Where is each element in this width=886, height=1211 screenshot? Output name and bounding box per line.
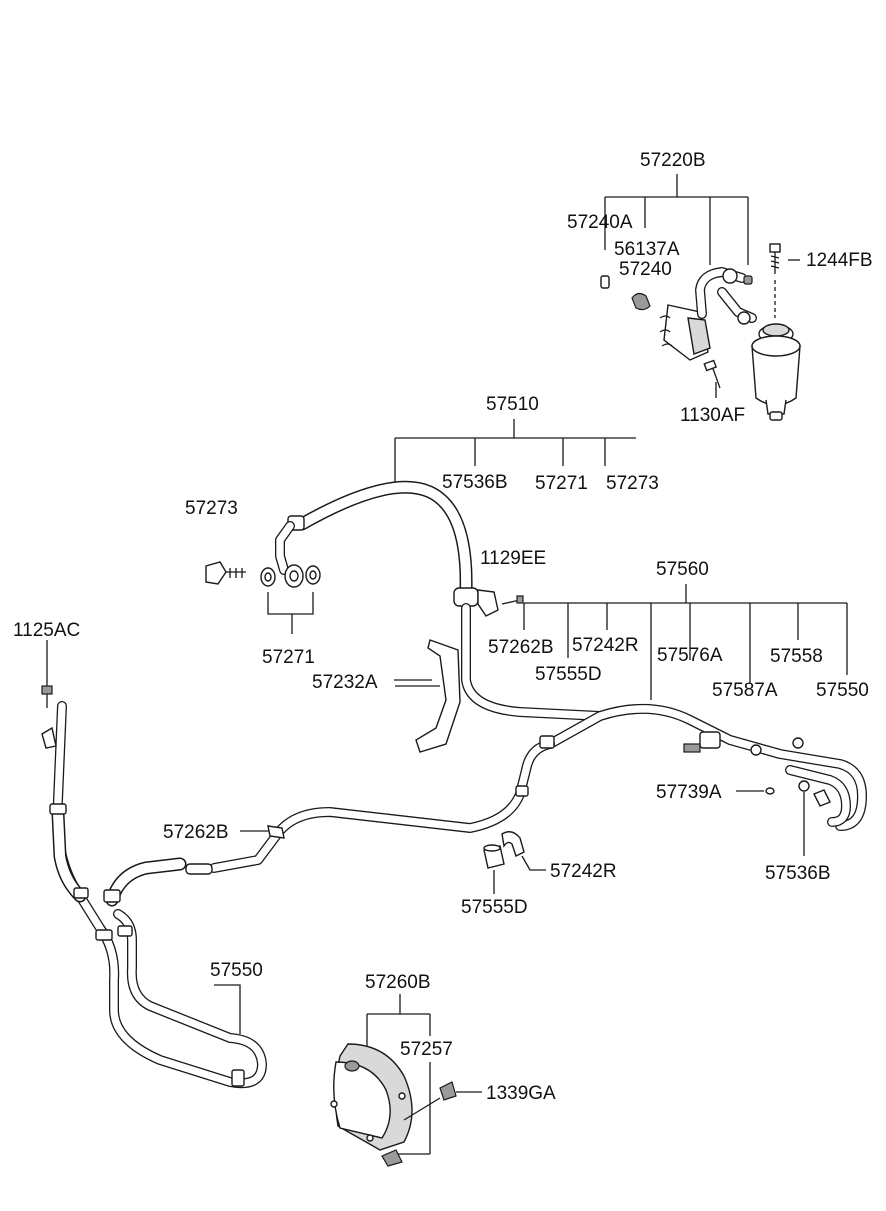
label-57555d-top: 57555D bbox=[535, 664, 602, 685]
label-57242r-mid: 57242R bbox=[550, 861, 617, 882]
label-57273-left: 57273 bbox=[185, 498, 238, 519]
label-57242r-top: 57242R bbox=[572, 635, 639, 656]
label-57536b-bottom: 57536B bbox=[765, 863, 831, 884]
label-57273-top: 57273 bbox=[606, 473, 659, 494]
label-57220b: 57220B bbox=[640, 150, 706, 171]
label-57260b: 57260B bbox=[365, 972, 431, 993]
label-1125ac: 1125AC bbox=[13, 620, 80, 641]
label-57262b-top: 57262B bbox=[488, 637, 554, 658]
label-1339ga: 1339GA bbox=[486, 1083, 556, 1104]
label-57271-top: 57271 bbox=[535, 473, 588, 494]
label-1244fb: 1244FB bbox=[806, 250, 873, 271]
pressure-hose-assembly bbox=[205, 419, 636, 721]
label-57262b-mid: 57262B bbox=[163, 822, 229, 843]
label-57555d-mid: 57555D bbox=[461, 897, 528, 918]
label-57550-right: 57550 bbox=[816, 680, 869, 701]
cover-assembly bbox=[330, 994, 482, 1167]
label-57240: 57240 bbox=[619, 259, 672, 280]
label-57232a: 57232A bbox=[312, 672, 378, 693]
label-57550-left: 57550 bbox=[210, 960, 263, 981]
label-57587a: 57587A bbox=[712, 680, 778, 701]
label-57558: 57558 bbox=[770, 646, 823, 667]
label-57257: 57257 bbox=[400, 1039, 453, 1060]
bracket-57232a bbox=[394, 639, 461, 753]
part-labels: 57220B 57240A 56137A 57240 1244FB 1130AF… bbox=[13, 150, 873, 1104]
label-57560: 57560 bbox=[656, 559, 709, 580]
label-57576a: 57576A bbox=[657, 645, 723, 666]
label-57739a: 57739A bbox=[656, 782, 722, 803]
label-57271-left: 57271 bbox=[262, 647, 315, 668]
return-tube-assembly bbox=[185, 584, 867, 894]
label-1130af: 1130AF bbox=[680, 405, 745, 426]
label-57240a: 57240A bbox=[567, 212, 633, 233]
label-1129ee: 1129EE bbox=[480, 548, 546, 569]
label-57536b-top: 57536B bbox=[442, 472, 508, 493]
reservoir-assembly bbox=[600, 174, 801, 421]
label-56137a: 56137A bbox=[614, 239, 680, 260]
label-57510: 57510 bbox=[486, 394, 539, 415]
cooler-tube-left bbox=[41, 640, 267, 1089]
